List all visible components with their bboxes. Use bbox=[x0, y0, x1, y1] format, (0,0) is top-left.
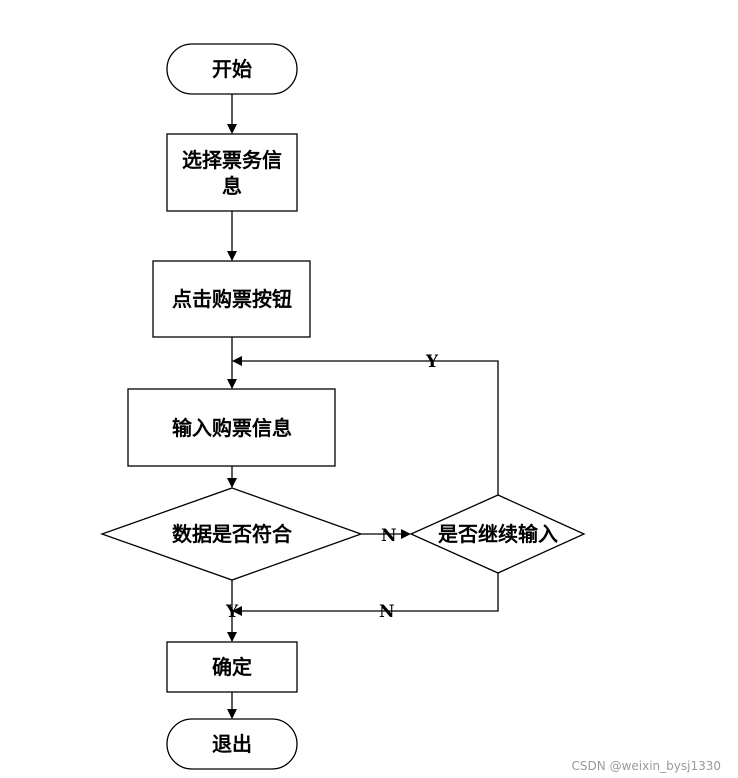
select-ticket-label-line1: 选择票务信 bbox=[182, 148, 282, 172]
continue-yes-label: Y bbox=[425, 352, 439, 372]
check-yes-label: Y bbox=[225, 602, 239, 622]
edge-continue-yes-loop bbox=[232, 356, 499, 495]
check-data-label: 数据是否符合 bbox=[172, 522, 293, 546]
select-ticket-node: 选择票务信 息 bbox=[166, 133, 298, 212]
continue-no-label: N bbox=[379, 602, 395, 622]
exit-label: 退出 bbox=[212, 732, 252, 756]
check-data-decision: 数据是否符合 bbox=[100, 487, 363, 581]
check-no-label: N bbox=[381, 526, 397, 546]
select-ticket-label-line2: 息 bbox=[222, 174, 242, 198]
continue-input-label: 是否继续输入 bbox=[437, 522, 558, 546]
exit-node: 退出 bbox=[166, 718, 298, 770]
confirm-label: 确定 bbox=[212, 655, 252, 679]
input-info-node: 输入购票信息 bbox=[127, 388, 336, 467]
click-buy-label: 点击购票按钮 bbox=[172, 287, 292, 311]
start-node: 开始 bbox=[166, 43, 298, 95]
click-buy-node: 点击购票按钮 bbox=[152, 260, 311, 338]
input-info-label: 输入购票信息 bbox=[172, 416, 292, 440]
continue-input-decision: 是否继续输入 bbox=[409, 494, 586, 574]
start-label: 开始 bbox=[212, 57, 252, 81]
confirm-node: 确定 bbox=[166, 641, 298, 693]
edge-continue-no-to-confirm bbox=[232, 573, 499, 616]
watermark-text: CSDN @weixin_bysj1330 bbox=[572, 759, 721, 773]
